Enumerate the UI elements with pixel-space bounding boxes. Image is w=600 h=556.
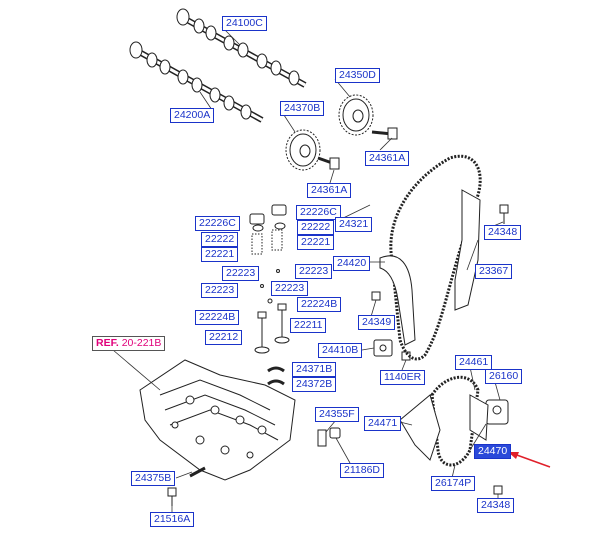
- sprocket-bolt-24361a-upper: [371, 127, 398, 140]
- part-label-24349[interactable]: 24349: [358, 315, 396, 330]
- part-label-21186d[interactable]: 21186D: [340, 463, 385, 478]
- part-label-26174p[interactable]: 26174P: [431, 476, 476, 491]
- part-label-24361a-lower[interactable]: 24361A: [307, 183, 352, 198]
- part-label-26160[interactable]: 26160: [485, 369, 523, 384]
- part-label-24420[interactable]: 24420: [333, 256, 371, 271]
- upper-timing-chain: [389, 154, 482, 361]
- part-label-24461[interactable]: 24461: [455, 355, 493, 370]
- part-label-22226c-right[interactable]: 22226C: [296, 205, 341, 220]
- chain-guides: [379, 189, 481, 346]
- valve-train-parts: [249, 204, 290, 386]
- part-label-23367[interactable]: 23367: [475, 264, 513, 279]
- part-label-24372b[interactable]: 24372B: [292, 377, 337, 392]
- part-label-22222-right[interactable]: 22222: [297, 220, 335, 235]
- reference-number: 20-221B: [121, 337, 162, 349]
- cam-sprocket-24370b: [285, 129, 321, 171]
- reference-prefix: REF.: [96, 337, 119, 349]
- misc-bolts: [167, 204, 509, 506]
- part-label-24371b[interactable]: 24371B: [292, 362, 337, 377]
- cam-sprocket-24350d: [338, 94, 374, 136]
- part-label-22221-left[interactable]: 22221: [201, 247, 239, 262]
- part-label-22226c-left[interactable]: 22226C: [195, 216, 240, 231]
- part-label-24348-lower[interactable]: 24348: [477, 498, 515, 513]
- part-label-22224b-left[interactable]: 22224B: [195, 310, 240, 325]
- intake-camshaft: [176, 8, 307, 88]
- part-label-1140er[interactable]: 1140ER: [380, 370, 426, 385]
- part-label-24361a-upper[interactable]: 24361A: [365, 151, 410, 166]
- part-label-24350d[interactable]: 24350D: [335, 68, 380, 83]
- sprocket-bolt-24361a-lower: [317, 156, 340, 170]
- part-label-22223-b[interactable]: 22223: [295, 264, 333, 279]
- reference-label[interactable]: REF. 20-221B: [92, 336, 166, 351]
- chain-tensioner-24410b: [373, 339, 393, 357]
- selected-part-arrow: [508, 452, 551, 468]
- part-label-22221-right[interactable]: 22221: [297, 235, 335, 250]
- part-label-22223-a[interactable]: 22223: [222, 266, 260, 281]
- part-label-24375b[interactable]: 24375B: [131, 471, 176, 486]
- lower-tensioner: [469, 394, 509, 441]
- part-label-24200a[interactable]: 24200A: [170, 108, 215, 123]
- part-label-24321[interactable]: 24321: [335, 217, 373, 232]
- part-label-24470-selected[interactable]: 24470: [474, 444, 512, 459]
- part-label-22223-d[interactable]: 22223: [201, 283, 239, 298]
- part-label-24100c[interactable]: 24100C: [222, 16, 267, 31]
- part-label-22223-c[interactable]: 22223: [271, 281, 309, 296]
- part-label-22212[interactable]: 22212: [205, 330, 243, 345]
- exhaust-camshaft: [129, 41, 264, 123]
- part-label-24348-upper[interactable]: 24348: [484, 225, 522, 240]
- lower-chain-guide: [399, 394, 441, 461]
- part-label-22224b-right[interactable]: 22224B: [297, 297, 342, 312]
- part-label-22211[interactable]: 22211: [290, 318, 327, 333]
- part-label-22222-left[interactable]: 22222: [201, 232, 239, 247]
- part-label-24355f[interactable]: 24355F: [315, 407, 359, 422]
- part-label-24471[interactable]: 24471: [364, 416, 402, 431]
- part-label-24410b[interactable]: 24410B: [318, 343, 363, 358]
- cylinder-head: [139, 359, 296, 481]
- part-label-24370b[interactable]: 24370B: [280, 101, 325, 116]
- part-label-21516a[interactable]: 21516A: [150, 512, 195, 527]
